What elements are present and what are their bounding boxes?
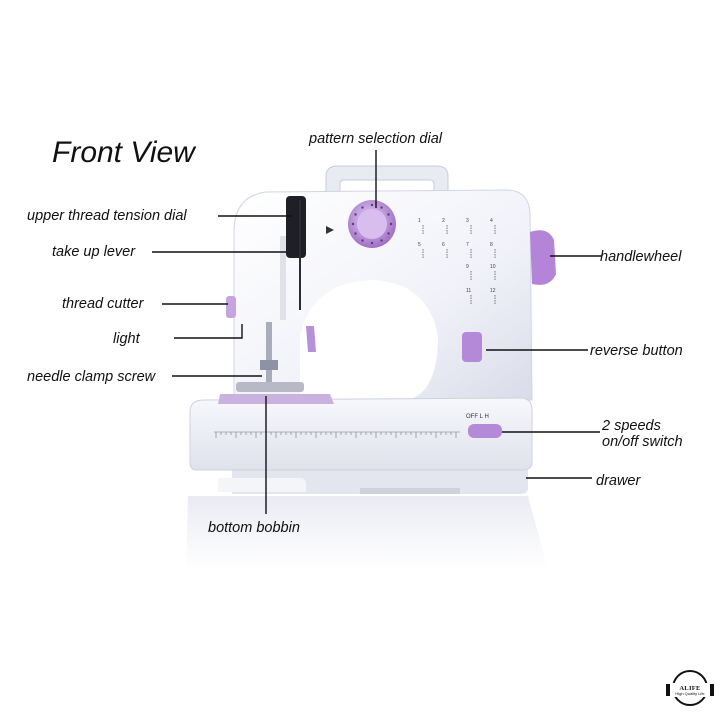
arm-opening bbox=[300, 280, 438, 400]
needle-bar bbox=[266, 322, 272, 382]
dial-tick bbox=[351, 222, 355, 226]
label-upper-thread: upper thread tension dial bbox=[27, 208, 187, 224]
dial-tick bbox=[380, 239, 383, 242]
needle-clamp bbox=[260, 360, 278, 370]
dial-tick bbox=[370, 203, 374, 207]
presser-lever bbox=[306, 326, 316, 352]
stitch-number: 5 bbox=[418, 242, 421, 248]
presser-foot bbox=[236, 382, 304, 392]
label-speeds-line2: on/off switch bbox=[602, 434, 683, 450]
label-needle-clamp: needle clamp screw bbox=[27, 369, 156, 385]
take-up-lever-slot bbox=[280, 236, 286, 320]
dial-tick bbox=[389, 222, 393, 226]
label-thread-cutter: thread cutter bbox=[62, 296, 144, 312]
dial-ticks bbox=[351, 203, 393, 245]
dial-tick bbox=[354, 232, 357, 235]
label-drawer: drawer bbox=[596, 473, 641, 489]
label-speeds-line1: 2 speeds bbox=[602, 418, 661, 434]
label-light: light bbox=[113, 331, 140, 347]
stitch-number: 3 bbox=[466, 218, 469, 224]
handwheel-shape bbox=[530, 230, 556, 285]
dial-tick bbox=[361, 206, 364, 209]
stitch-number: 4 bbox=[490, 218, 493, 224]
speed-switch-shape bbox=[468, 424, 502, 438]
stitch-number: 8 bbox=[490, 242, 493, 248]
dial-tick bbox=[387, 232, 390, 235]
tension-dial bbox=[286, 196, 306, 258]
light-leader bbox=[174, 324, 243, 339]
thread-cutter-part bbox=[226, 296, 236, 318]
stitch-number: 7 bbox=[466, 242, 469, 248]
page-title: Front View bbox=[52, 136, 195, 169]
reverse-button-shape bbox=[462, 332, 482, 362]
leader-lines bbox=[152, 150, 602, 514]
label-bobbin: bottom bobbin bbox=[208, 520, 300, 536]
label-pattern-dial: pattern selection dial bbox=[309, 131, 442, 147]
dial-tick bbox=[370, 241, 374, 245]
base-shadow bbox=[360, 488, 460, 494]
stitch-number: 9 bbox=[466, 264, 469, 270]
ruler-ticks bbox=[214, 431, 460, 438]
logo-tagline: High Quality Life bbox=[675, 691, 705, 696]
dial-tick bbox=[387, 213, 390, 216]
label-reverse: reverse button bbox=[590, 343, 683, 359]
stitch-number: 11 bbox=[466, 288, 471, 294]
dial-tick bbox=[380, 206, 383, 209]
switch-marks: OFF L H bbox=[466, 414, 489, 420]
stitch-number: 2 bbox=[442, 218, 445, 224]
label-take-up: take up lever bbox=[52, 244, 136, 260]
stitch-number: 12 bbox=[490, 288, 496, 294]
dial-tick bbox=[354, 213, 357, 216]
needle-plate bbox=[218, 394, 334, 404]
stitch-number: 10 bbox=[490, 264, 496, 270]
stitch-number: 6 bbox=[442, 242, 445, 248]
brand-logo: ALIFE High Quality Life bbox=[666, 670, 714, 706]
bed-front-panel bbox=[218, 478, 306, 492]
reflection bbox=[186, 496, 548, 570]
logo-brand: ALIFE bbox=[679, 685, 700, 692]
stitch-number: 1 bbox=[418, 218, 421, 224]
dial-tick bbox=[361, 239, 364, 242]
label-handwheel: handlewheel bbox=[600, 249, 682, 265]
